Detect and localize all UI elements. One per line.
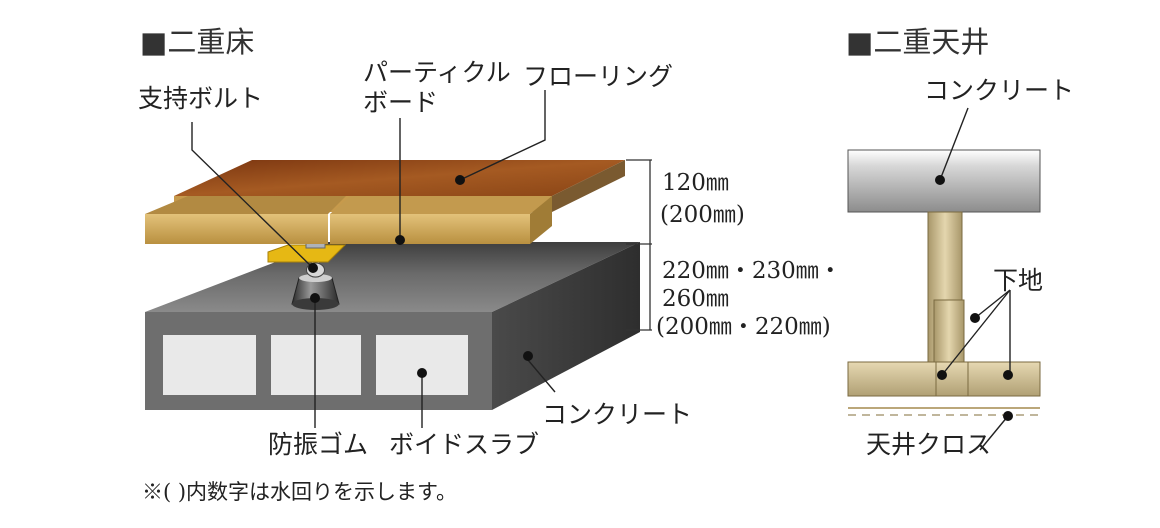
lower-dimension-line3: (200㎜・220㎜) [656,314,831,340]
upper-dimension-line1: 120㎜ [662,170,729,196]
support-assembly [267,237,347,310]
floor-title: ■二重床 [140,25,255,59]
ceiling-concrete-label: コンクリート [924,76,1075,105]
ceiling-leader-lines [939,107,1011,451]
ceiling-base-label: 下地 [993,266,1044,295]
support-bolt-label: 支持ボルト [138,84,264,113]
lower-dimension-line2: 260㎜ [662,286,729,312]
floor-concrete-label: コンクリート [542,400,693,429]
particle-board-label-line1: パーティクル [363,58,511,87]
floor-leader-dots [308,175,533,378]
rubber-label: 防振ゴム [268,430,369,459]
particle-board-label-line2: ボード [363,88,439,117]
flooring-label: フローリング [523,62,674,91]
void-slab-label: ボイドスラブ [389,430,540,459]
ceiling-leader-dots [935,175,1013,421]
ceiling-cloth-label: 天井クロス [866,430,992,459]
ceiling-title: ■二重天井 [846,25,990,59]
void-hole [163,335,256,395]
upper-dimension-line2: (200㎜) [660,202,745,228]
footnote: ※( )内数字は水回りを示します。 [142,480,457,504]
floor-panels [145,160,625,244]
floor-dimension-bracket [626,159,652,331]
lower-dimension-line1: 220㎜・230㎜・ [662,258,842,284]
void-hole [271,335,361,395]
floor-leader-lines [191,90,556,428]
concrete-slab [145,242,640,410]
